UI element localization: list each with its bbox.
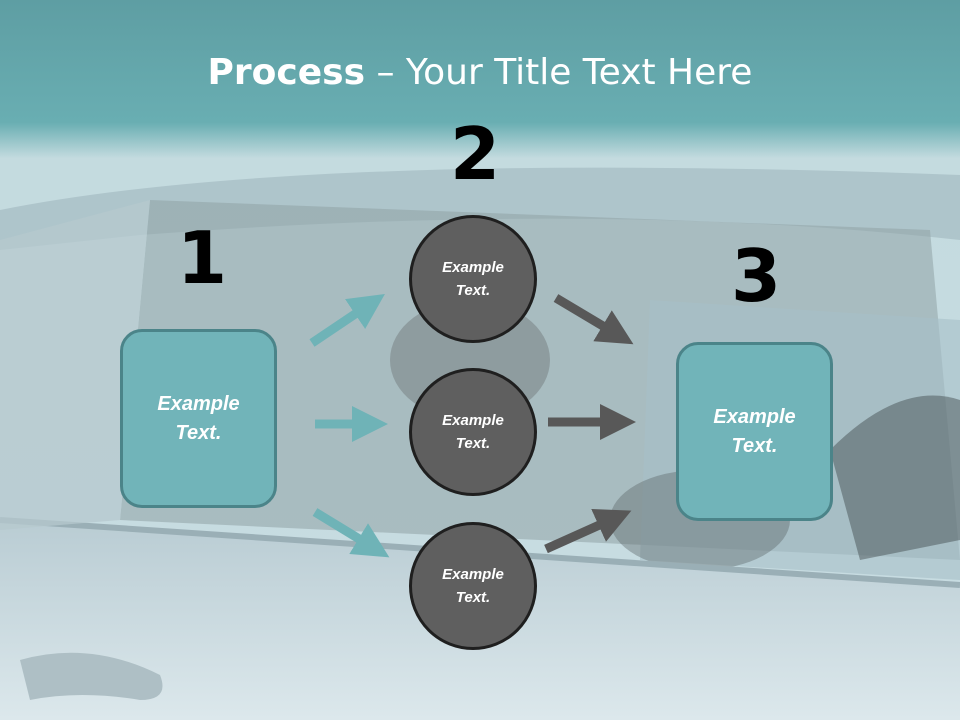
step-2-circle-bottom: Example Text. [409,522,537,650]
step-number-3: 3 [731,234,782,318]
step-2-circle-middle: Example Text. [409,368,537,496]
step-number-2: 2 [450,112,501,196]
step-2-circle-top: Example Text. [409,215,537,343]
step-3-box: Example Text. [676,342,833,521]
title-bold: Process [207,52,366,93]
page-title: Process – Your Title Text Here [0,52,960,93]
title-rest: – Your Title Text Here [365,52,753,93]
step-number-1: 1 [177,216,228,300]
step-1-box: Example Text. [120,329,277,508]
